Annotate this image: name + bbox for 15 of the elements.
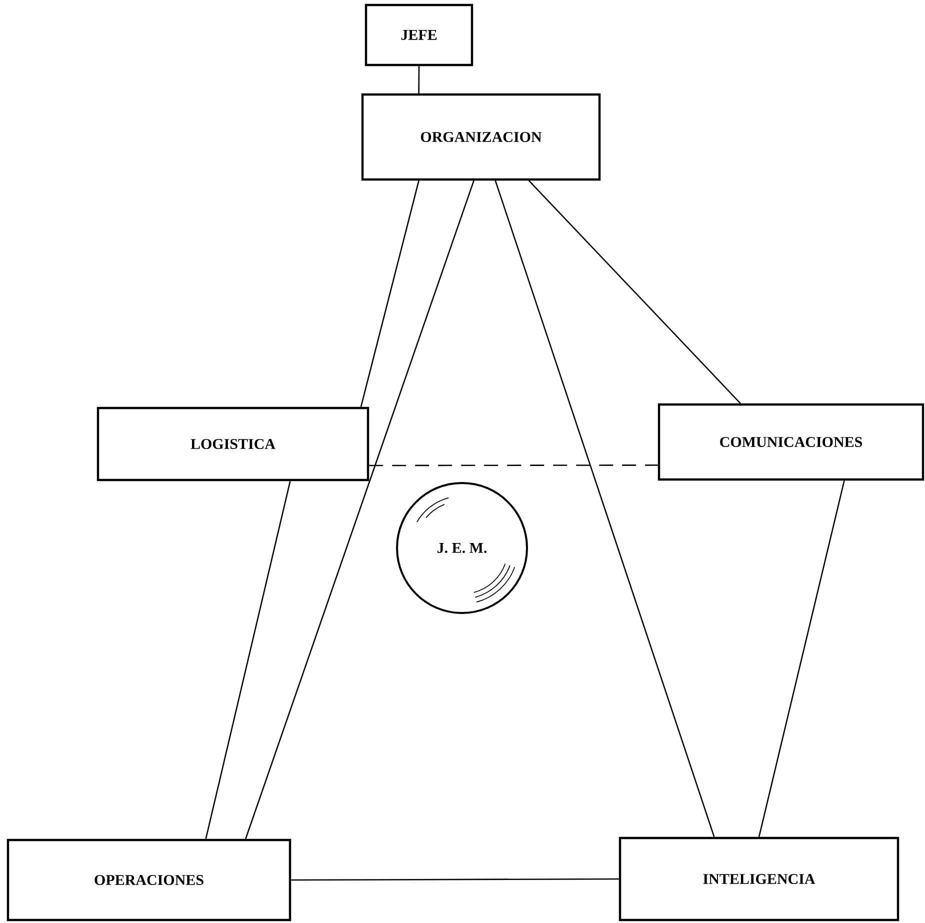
connector-line xyxy=(245,180,474,840)
unit-box: JEFE xyxy=(364,4,474,66)
connector-line xyxy=(418,66,420,94)
connector-line xyxy=(369,464,658,466)
unit-box: OPERACIONES xyxy=(6,838,292,922)
connector-line xyxy=(528,180,741,404)
unit-box: COMUNICACIONES xyxy=(658,403,924,481)
unit-box: INTELIGENCIA xyxy=(618,836,900,922)
connector-line xyxy=(360,180,420,408)
connector-line xyxy=(205,480,291,840)
unit-box: LOGISTICA xyxy=(96,406,370,482)
connector-line xyxy=(494,180,715,838)
connector-line xyxy=(758,480,845,838)
unit-box: ORGANIZACION xyxy=(361,93,601,181)
connector-line xyxy=(291,878,619,881)
